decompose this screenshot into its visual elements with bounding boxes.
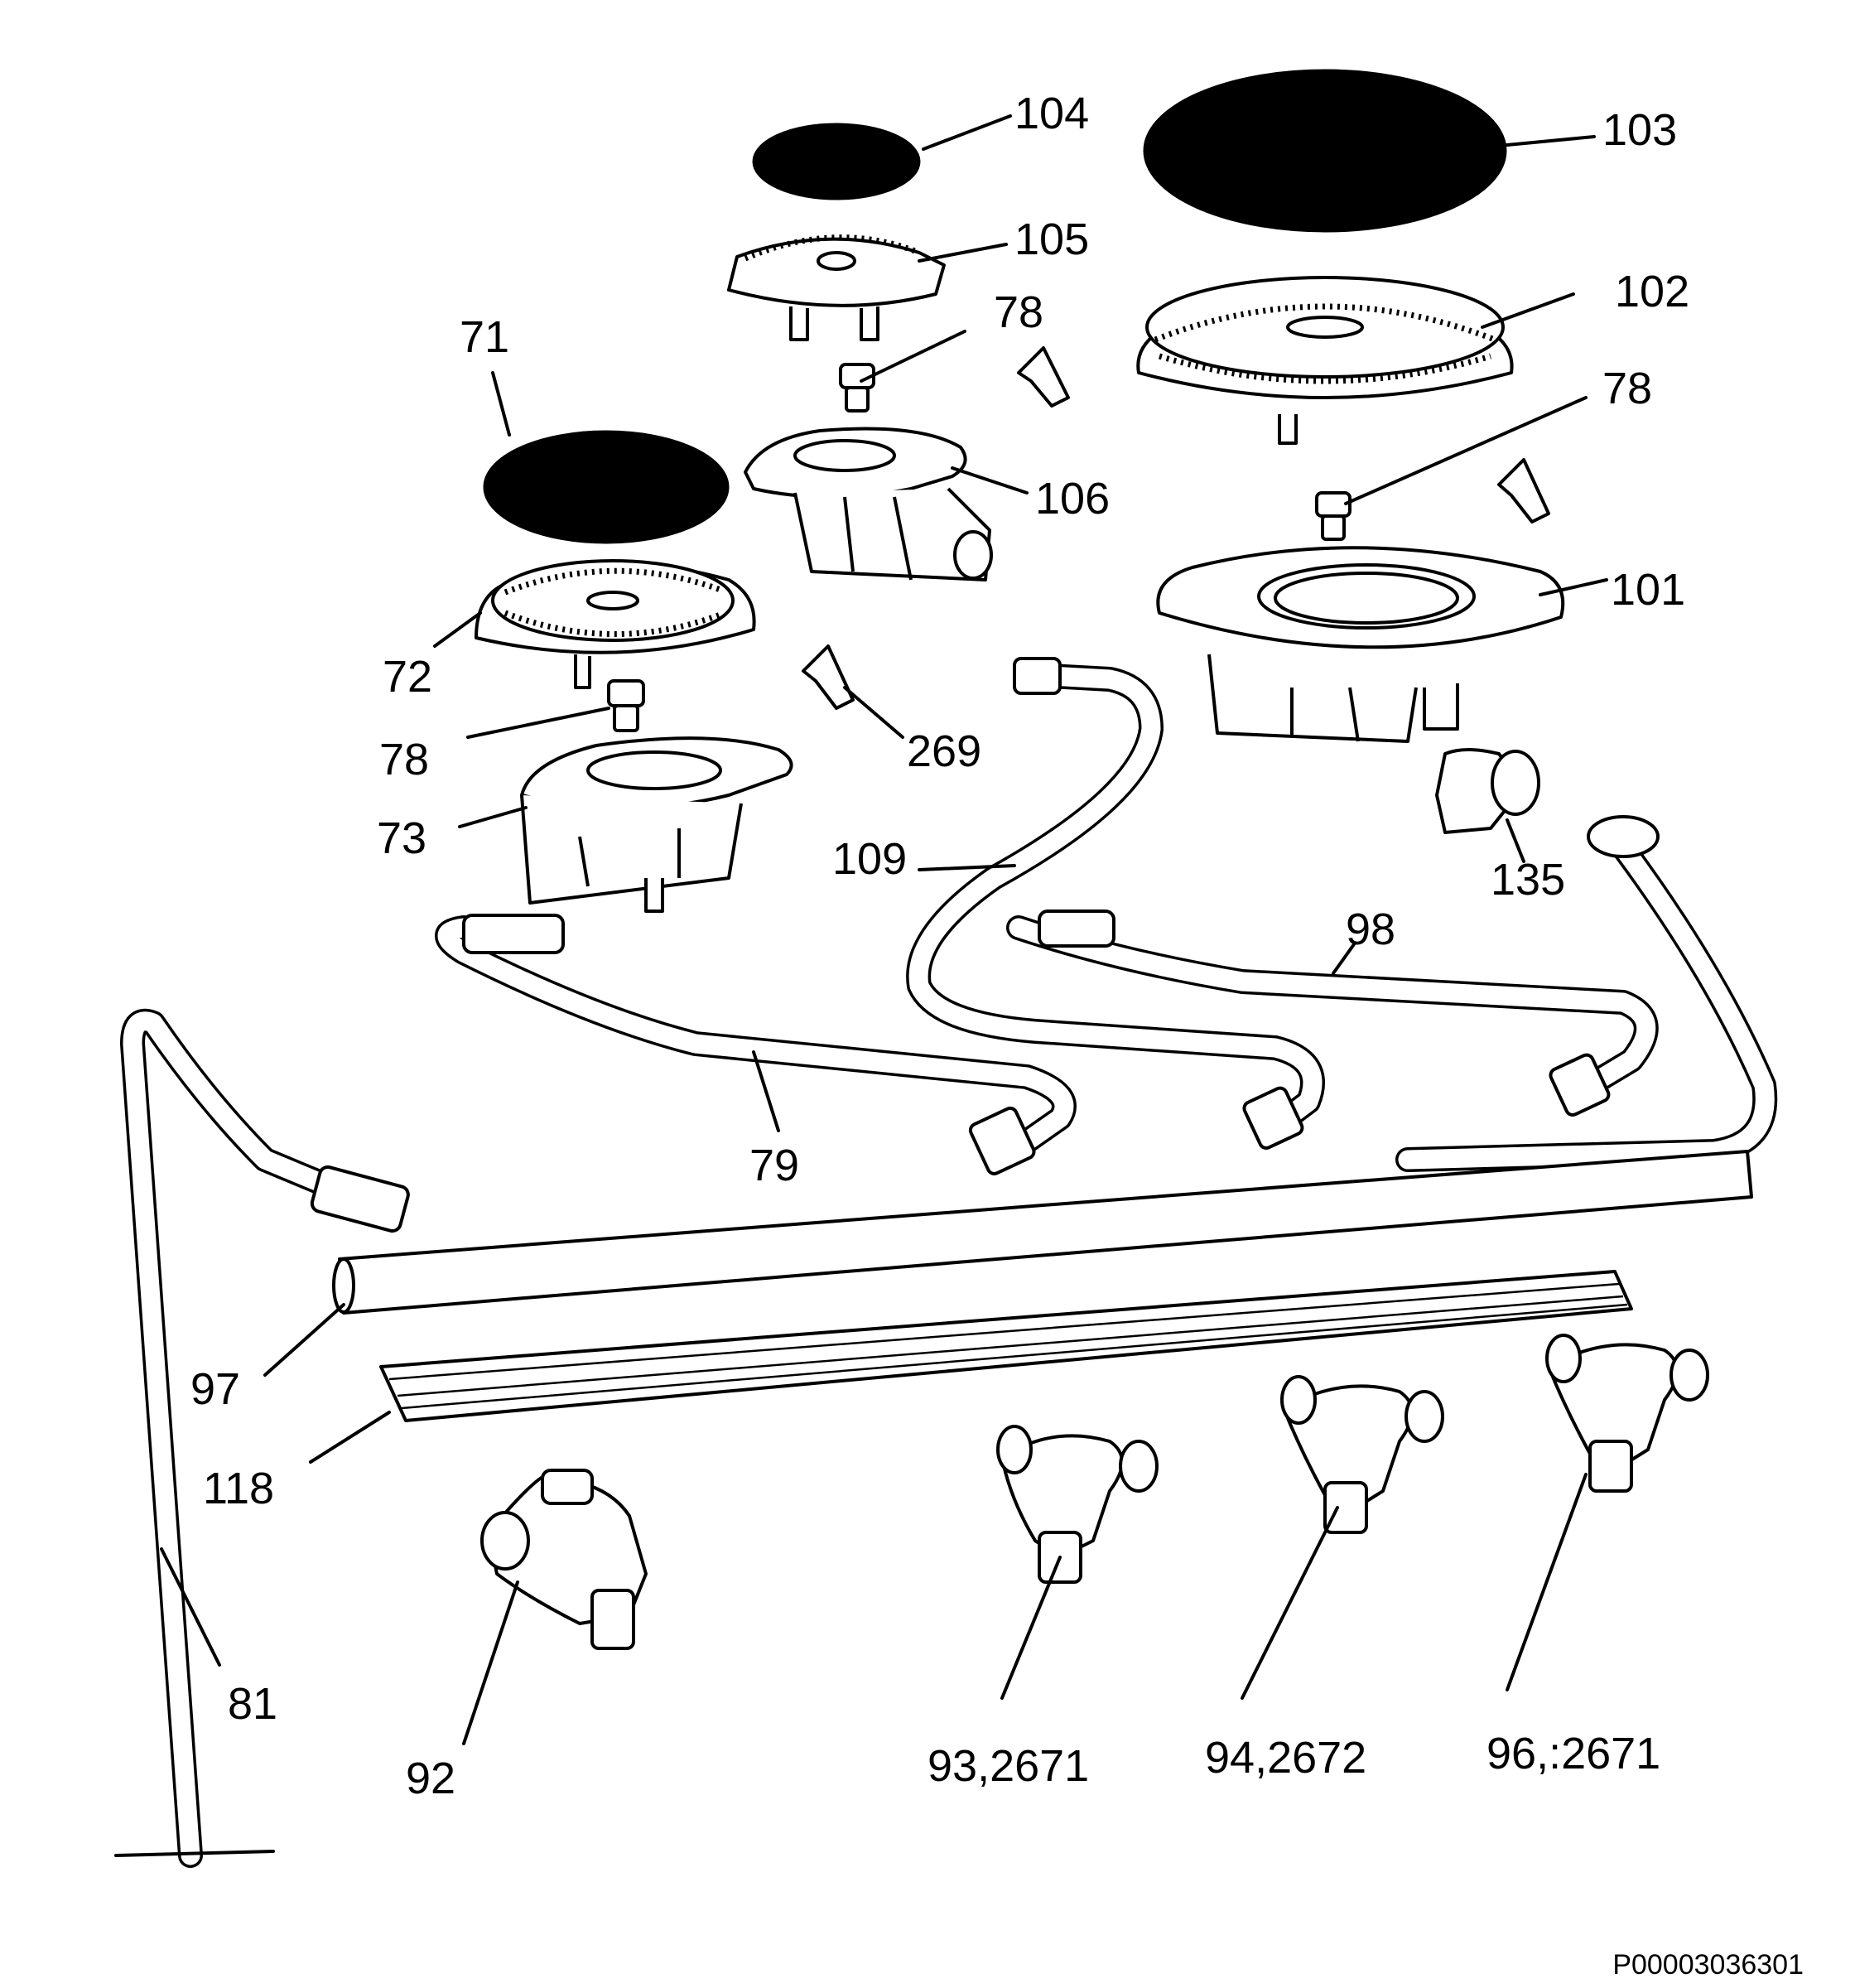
label-93: 93,2671 xyxy=(928,1741,1089,1791)
label-72: 72 xyxy=(383,652,432,702)
label-135: 135 xyxy=(1491,855,1565,905)
label-98: 98 xyxy=(1346,905,1395,954)
label-97: 97 xyxy=(190,1364,240,1414)
burner-body-101 xyxy=(1156,546,1565,743)
pipe-return xyxy=(1395,815,1778,1172)
rail-118 xyxy=(379,1270,1633,1422)
drawing-code: P00003036301 xyxy=(1612,1949,1804,1981)
clip-269-b xyxy=(1497,458,1550,524)
label-118: 118 xyxy=(203,1464,274,1513)
pipe-109 xyxy=(906,657,1325,1150)
label-106: 106 xyxy=(1035,474,1110,524)
burner-cap-71 xyxy=(483,430,730,544)
label-269: 269 xyxy=(907,726,981,776)
label-102: 102 xyxy=(1615,267,1689,316)
label-78-top: 78 xyxy=(994,287,1043,337)
valve-94 xyxy=(1280,1375,1444,1534)
label-78-left: 78 xyxy=(379,735,429,784)
pipe-81 xyxy=(120,1008,410,1868)
burner-crown-102 xyxy=(1136,276,1514,445)
injector-78-top xyxy=(839,363,875,413)
pipe-79 xyxy=(435,914,1077,1175)
leader-lines xyxy=(160,114,1608,1745)
manifold-97 xyxy=(332,1150,1753,1315)
injector-78-left xyxy=(607,679,645,732)
label-104: 104 xyxy=(1014,89,1089,138)
label-103: 103 xyxy=(1602,105,1677,155)
label-79: 79 xyxy=(749,1141,799,1190)
clip-269-c xyxy=(802,644,855,710)
label-96: 96,:2671 xyxy=(1486,1729,1660,1778)
clip-269-a xyxy=(1017,346,1070,408)
ground-line xyxy=(114,1850,275,1857)
burner-cap-103 xyxy=(1143,69,1507,233)
label-73: 73 xyxy=(377,813,426,863)
label-94: 94,2672 xyxy=(1205,1733,1366,1783)
label-71: 71 xyxy=(460,312,509,362)
injector-78-right xyxy=(1315,491,1352,541)
burner-cap-104 xyxy=(752,123,921,200)
label-81: 81 xyxy=(228,1679,277,1729)
pipe-98 xyxy=(1006,910,1659,1117)
label-92: 92 xyxy=(406,1754,455,1803)
burner-body-73 xyxy=(520,736,793,913)
label-101: 101 xyxy=(1611,565,1685,615)
burner-body-106 xyxy=(744,427,993,581)
burner-crown-105 xyxy=(727,234,946,341)
burner-crown-72 xyxy=(475,559,756,689)
valve-93 xyxy=(996,1425,1159,1584)
label-105: 105 xyxy=(1014,215,1089,264)
valve-92 xyxy=(480,1469,648,1650)
label-78-right: 78 xyxy=(1602,364,1652,413)
label-109: 109 xyxy=(832,834,907,884)
valve-96 xyxy=(1545,1334,1709,1493)
elbow-135 xyxy=(1435,748,1540,834)
